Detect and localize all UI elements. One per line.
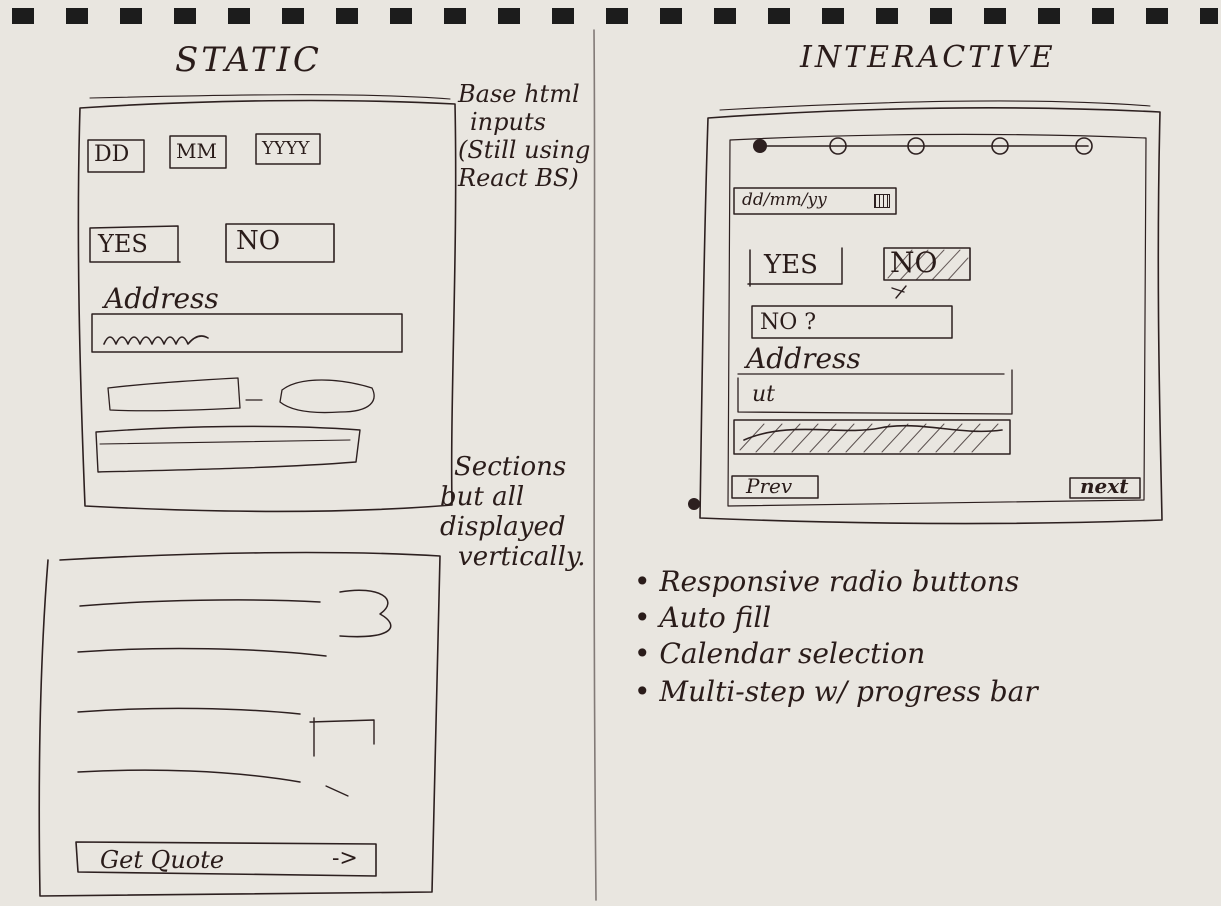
interactive-no-radio: NO xyxy=(890,246,938,279)
date-picker-input: dd/mm/yy xyxy=(742,190,827,210)
next-button: next xyxy=(1080,474,1129,498)
note-sections: Sections but all displayed vertically. xyxy=(440,452,586,572)
static-address-label: Address xyxy=(104,282,219,315)
prev-button: Prev xyxy=(746,474,793,498)
feature-item: • Calendar selection xyxy=(634,637,926,670)
progress-step-4 xyxy=(991,137,1009,155)
feature-item: • Multi-step w/ progress bar xyxy=(634,675,1038,708)
feature-item: • Auto fill xyxy=(634,601,772,634)
interactive-address-label: Address xyxy=(746,342,861,375)
notebook-binding xyxy=(12,8,1218,24)
progress-step-1 xyxy=(753,139,767,153)
get-quote-arrow-icon: -> xyxy=(332,846,358,871)
progress-step-5 xyxy=(1075,137,1093,155)
get-quote-button: Get Quote xyxy=(100,846,225,874)
static-year-input: YYYY xyxy=(262,138,310,159)
static-yes-button: YES xyxy=(98,230,148,258)
static-no-button: NO xyxy=(236,226,281,256)
static-month-input: MM xyxy=(176,139,217,163)
no-followup-input: NO ? xyxy=(760,310,817,335)
static-day-input: DD xyxy=(94,142,130,167)
progress-step-3 xyxy=(907,137,925,155)
feature-list: • Responsive radio buttons • Auto fill •… xyxy=(634,564,1038,712)
progress-step-2 xyxy=(829,137,847,155)
feature-item: • Responsive radio buttons xyxy=(634,565,1020,598)
note-base-html: Base html inputs (Still using React BS) xyxy=(458,80,591,192)
calendar-icon xyxy=(874,194,890,208)
interactive-yes-radio: YES xyxy=(764,250,818,280)
interactive-address-input: ut xyxy=(752,382,776,407)
interactive-title: INTERACTIVE xyxy=(800,40,1056,75)
static-title: STATIC xyxy=(175,40,322,80)
